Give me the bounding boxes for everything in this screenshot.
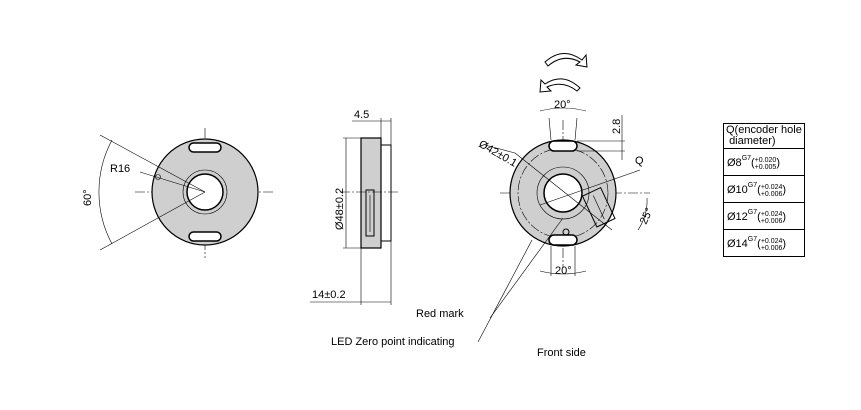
offset-label: 2.8 bbox=[611, 119, 623, 134]
lower-tol: +0.006 bbox=[760, 218, 783, 225]
encoder-hole-table: Q(encoder hole diameter) Ø8G7(+0.020+0.0… bbox=[723, 123, 805, 257]
rotation-arrow-cw-icon bbox=[544, 53, 588, 68]
connector-angle-label: 25° bbox=[638, 206, 656, 226]
table-row: Ø12G7(+0.024+0.006) bbox=[723, 202, 805, 230]
front-side-caption: Front side bbox=[537, 347, 586, 359]
table-row: Ø8G7(+0.020+0.005) bbox=[723, 148, 805, 176]
length-label: 14±0.2 bbox=[312, 289, 346, 301]
radius-label: R16 bbox=[110, 163, 130, 175]
table-row: Ø14G7(+0.024+0.006) bbox=[723, 229, 805, 257]
top-angle-label: 20° bbox=[554, 99, 571, 111]
diameter-label: Ø48±0.2 bbox=[334, 188, 346, 230]
rotation-arrow-ccw-icon bbox=[539, 78, 581, 93]
lower-tol: +0.006 bbox=[760, 245, 783, 252]
lower-tol: +0.006 bbox=[760, 191, 783, 198]
back-view: R16 60° bbox=[82, 128, 275, 258]
fit: G7 bbox=[747, 209, 758, 216]
header-line-2: diameter) bbox=[729, 135, 776, 147]
fit: G7 bbox=[747, 182, 758, 189]
upper-tol: +0.024 bbox=[760, 184, 783, 191]
size: Ø12 bbox=[727, 211, 748, 223]
fit: G7 bbox=[747, 236, 758, 243]
side-view: Ø48±0.2 4.5 14±0.2 bbox=[310, 109, 400, 305]
upper-tol: +0.024 bbox=[760, 238, 783, 245]
thickness-label: 4.5 bbox=[354, 109, 369, 121]
bottom-angle-label: 20° bbox=[555, 265, 572, 277]
header-line-1: Q(encoder hole bbox=[726, 124, 802, 136]
red-mark-label: Red mark bbox=[416, 308, 464, 320]
size: Ø10 bbox=[727, 184, 748, 196]
pcd-label: Ø42±0.1 bbox=[477, 138, 519, 169]
table-row: Ø10G7(+0.024+0.006) bbox=[723, 175, 805, 203]
size: Ø8 bbox=[727, 157, 742, 169]
upper-tol: +0.020 bbox=[754, 157, 777, 164]
angle-label: 60° bbox=[82, 189, 94, 206]
fit: G7 bbox=[741, 155, 752, 162]
led-label: LED Zero point indicating bbox=[331, 336, 455, 348]
size: Ø14 bbox=[727, 238, 748, 250]
table-header: Q(encoder hole diameter) bbox=[723, 123, 805, 149]
hole-q-label: Q bbox=[635, 155, 644, 167]
lower-tol: +0.005 bbox=[754, 164, 777, 171]
upper-tol: +0.024 bbox=[760, 211, 783, 218]
